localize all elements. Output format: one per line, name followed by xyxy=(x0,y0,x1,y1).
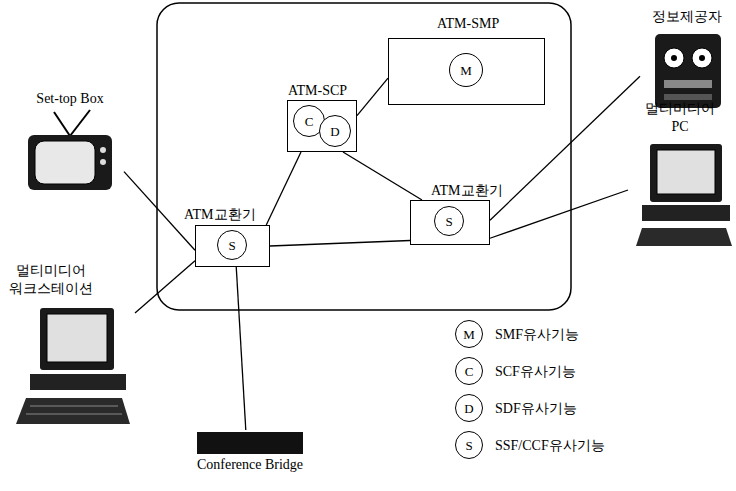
device-body xyxy=(655,34,721,108)
terminal-device: 멀티미디어 워크스테이션 xyxy=(5,262,135,432)
legend-text: SDF유사기능 xyxy=(495,400,577,418)
monitor-screen xyxy=(47,314,107,362)
keyboard xyxy=(16,398,130,424)
terminal-device: Conference Bridge xyxy=(190,430,314,478)
terminal-device: 정보제공자 xyxy=(640,8,736,113)
function-letter: S xyxy=(228,239,235,252)
terminal-device: Set-top Box xyxy=(20,90,124,192)
pc-icon xyxy=(636,144,732,246)
connector-line xyxy=(270,241,410,247)
symbol-letter: D xyxy=(464,402,473,415)
connector-line xyxy=(490,76,640,220)
legend-symbol: S xyxy=(455,431,483,459)
function-letter: M xyxy=(460,64,472,77)
function-letter: S xyxy=(445,215,452,228)
connector-line xyxy=(490,190,628,238)
device-slot xyxy=(664,80,712,88)
tv-knob xyxy=(100,159,106,165)
legend-text: SCF유사기능 xyxy=(495,363,576,381)
tv-screen xyxy=(35,141,95,184)
legend-row: S SSF/CCF유사기능 xyxy=(455,431,725,461)
network-region xyxy=(157,3,571,310)
reel-hub xyxy=(699,55,705,61)
equipment-box: ATM-SCPCD xyxy=(287,100,357,152)
symbol-letter: S xyxy=(465,439,472,452)
device-label: 정보제공자 xyxy=(640,8,734,26)
system-unit xyxy=(30,374,126,390)
conference-bridge-unit xyxy=(197,432,303,454)
connector-line xyxy=(236,267,246,430)
function-circle: S xyxy=(217,230,247,260)
function-circle: D xyxy=(319,115,351,147)
device-label: 멀티미디어 워크스테이션 xyxy=(5,262,97,297)
keyboard-row xyxy=(30,406,118,407)
equipment-box: ATM-SMPM xyxy=(388,38,545,105)
monitor xyxy=(40,308,114,370)
legend-symbol: C xyxy=(455,357,483,385)
legend-text: SSF/CCF유사기능 xyxy=(495,437,605,455)
legend-row: C SCF유사기능 xyxy=(455,357,725,387)
function-letter: D xyxy=(330,125,339,138)
legend-row: M SMF유사기능 xyxy=(455,320,725,350)
reel xyxy=(692,48,712,68)
legend-symbol: D xyxy=(455,394,483,422)
device-label: Set-top Box xyxy=(20,90,120,108)
tv-body xyxy=(28,135,112,190)
connector-line xyxy=(357,78,388,115)
keyboard xyxy=(636,228,732,246)
connector-line xyxy=(135,261,195,313)
television-icon xyxy=(28,110,112,190)
equipment-box: ATM교환기S xyxy=(195,225,270,267)
device-label: 멀티미디어 PC xyxy=(640,100,720,135)
box-heading: ATM교환기 xyxy=(184,206,256,224)
provider-device-icon xyxy=(655,34,721,108)
legend-row: D SDF유사기능 xyxy=(455,394,725,424)
legend-symbol: M xyxy=(455,320,483,348)
legend-text: SMF유사기능 xyxy=(495,326,579,344)
keyboard-row xyxy=(26,414,122,415)
reel-hub xyxy=(671,55,677,61)
tv-knob xyxy=(100,147,106,153)
function-circle: S xyxy=(434,206,464,236)
box-heading: ATM교환기 xyxy=(431,182,503,200)
connector-line xyxy=(343,152,422,200)
workstation-icon xyxy=(16,308,130,424)
antenna xyxy=(54,112,70,136)
antenna xyxy=(70,110,90,136)
equipment-box: ATM교환기S xyxy=(410,200,490,245)
terminal-device: 멀티미디어 PC xyxy=(628,100,733,250)
monitor-screen xyxy=(657,150,715,194)
symbol-letter: C xyxy=(465,365,474,378)
connector-line xyxy=(266,152,301,225)
function-circle: M xyxy=(449,53,483,87)
monitor xyxy=(650,144,722,202)
device-label: Conference Bridge xyxy=(190,456,310,474)
function-letter: C xyxy=(305,115,314,128)
device-slot xyxy=(664,94,712,100)
symbol-letter: M xyxy=(463,328,475,341)
box-heading: ATM-SMP xyxy=(437,15,499,33)
system-unit xyxy=(642,205,730,221)
reel xyxy=(664,48,684,68)
box-heading: ATM-SCP xyxy=(288,82,347,100)
